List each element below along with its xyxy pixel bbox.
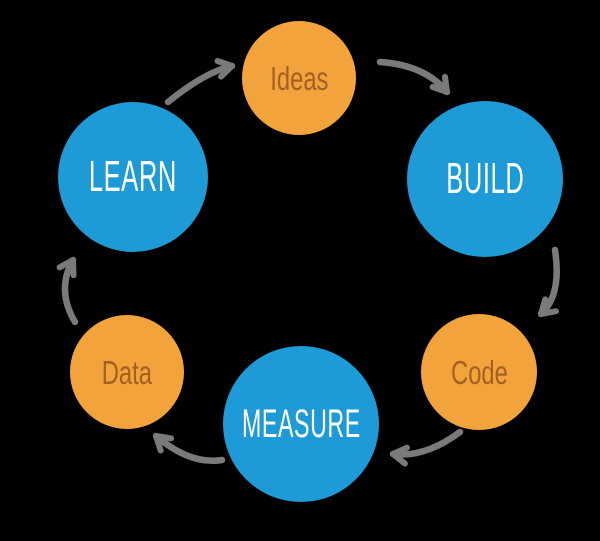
node-measure: MEASURE: [223, 346, 379, 502]
node-ideas: Ideas: [242, 21, 356, 135]
arrow-measure-to-data: [152, 432, 226, 464]
arrow-learn-to-ideas: [164, 58, 236, 106]
arrow-build-to-code: [537, 246, 560, 318]
node-code-label: Code: [450, 353, 508, 391]
arrow-ideas-to-build: [376, 58, 451, 96]
node-learn: LEARN: [58, 102, 208, 252]
node-build-label: BUILD: [445, 154, 525, 203]
node-ideas-label: Ideas: [269, 59, 329, 97]
node-data: Data: [70, 315, 184, 429]
arrow-data-to-learn: [56, 256, 79, 326]
arrow-code-to-measure: [389, 428, 464, 467]
node-data-label: Data: [101, 353, 153, 391]
node-code: Code: [421, 314, 537, 430]
node-learn-label: LEARN: [89, 152, 177, 201]
node-build: BUILD: [407, 101, 563, 257]
node-measure-label: MEASURE: [241, 402, 361, 446]
